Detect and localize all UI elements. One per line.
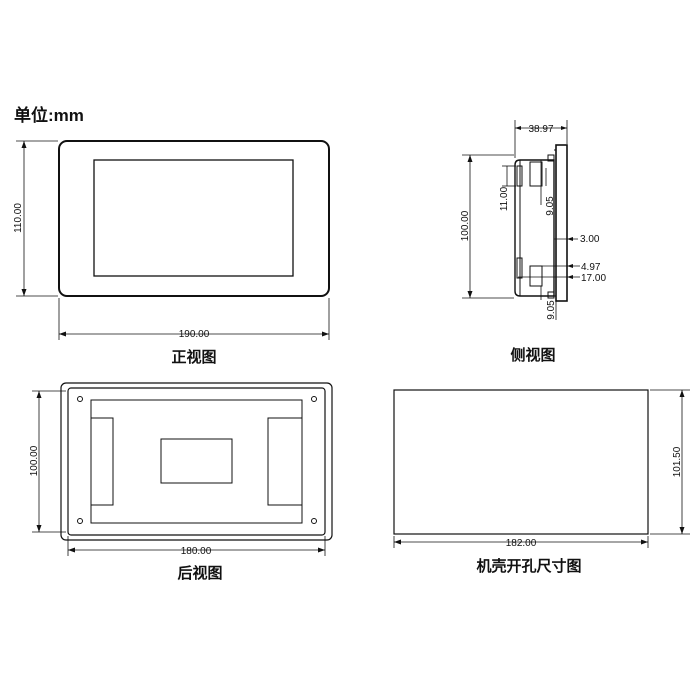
side-dim-11: 11.00 xyxy=(499,165,516,211)
back-view: 100.00 180.00 后视图 xyxy=(29,382,333,582)
cutout-height-label: 101.50 xyxy=(672,446,683,477)
cutout-view-title: 机壳开孔尺寸图 xyxy=(476,557,581,575)
front-bezel xyxy=(58,140,330,297)
back-view-title: 后视图 xyxy=(177,564,222,582)
cutout-width-label: 182.00 xyxy=(506,538,537,549)
back-height-dimension: 100.00 xyxy=(29,390,66,533)
back-screw-hole xyxy=(311,518,317,524)
back-height-label: 100.00 xyxy=(29,445,40,476)
back-screw-hole xyxy=(311,396,317,402)
side-height-dimension: 100.00 xyxy=(460,154,514,299)
cutout-height-dimension: 101.50 xyxy=(650,389,690,535)
side-dim-497: 4.97 xyxy=(530,262,601,273)
back-flange-outer xyxy=(60,382,333,541)
cutout-outline xyxy=(393,389,649,535)
side-dim-17: 17.00 xyxy=(518,273,606,284)
front-view-title: 正视图 xyxy=(171,348,216,366)
back-body xyxy=(67,387,326,536)
front-height-label: 110.00 xyxy=(13,203,24,233)
side-bottom-clip xyxy=(529,265,543,287)
cutout-view: 101.50 182.00 机壳开孔尺寸图 xyxy=(393,389,690,575)
front-width-dimension: 190.00 xyxy=(58,298,330,340)
side-dim-11-label: 11.00 xyxy=(499,186,510,211)
side-top-clip xyxy=(529,161,543,187)
side-view-title: 侧视图 xyxy=(510,346,555,364)
back-width-label: 180.00 xyxy=(181,546,212,557)
side-dim-905-top: 9.05 xyxy=(540,160,556,216)
side-height-label: 100.00 xyxy=(460,210,471,241)
side-flange xyxy=(555,144,568,302)
side-dim-905-top-label: 9.05 xyxy=(545,196,556,216)
front-width-label: 190.00 xyxy=(179,329,210,340)
back-screw-hole xyxy=(77,518,83,524)
front-view: 110.00 190.00 正视图 xyxy=(13,140,330,366)
side-dim-905-bottom-label: 9.05 xyxy=(546,300,557,320)
back-inner-outline xyxy=(90,399,303,524)
back-screw-hole xyxy=(77,396,83,402)
back-center-panel xyxy=(160,438,233,484)
side-depth-label: 38.97 xyxy=(528,124,553,135)
side-dim-497-label: 4.97 xyxy=(581,262,601,273)
cutout-width-dimension: 182.00 xyxy=(393,536,649,549)
side-view: 38.97 100.00 11.00 9.05 3.00 xyxy=(460,120,606,364)
front-screen xyxy=(93,159,294,277)
back-width-dimension: 180.00 xyxy=(67,536,326,557)
side-body xyxy=(514,159,555,297)
side-dim-905-bottom: 9.05 xyxy=(540,286,557,320)
side-dim-17-label: 17.00 xyxy=(581,273,606,284)
side-dim-3-label: 3.00 xyxy=(580,234,600,245)
unit-label: 单位:mm xyxy=(14,105,84,125)
front-height-dimension: 110.00 xyxy=(13,140,58,297)
side-depth-dimension: 38.97 xyxy=(514,120,568,158)
side-dim-3: 3.00 xyxy=(554,234,600,245)
